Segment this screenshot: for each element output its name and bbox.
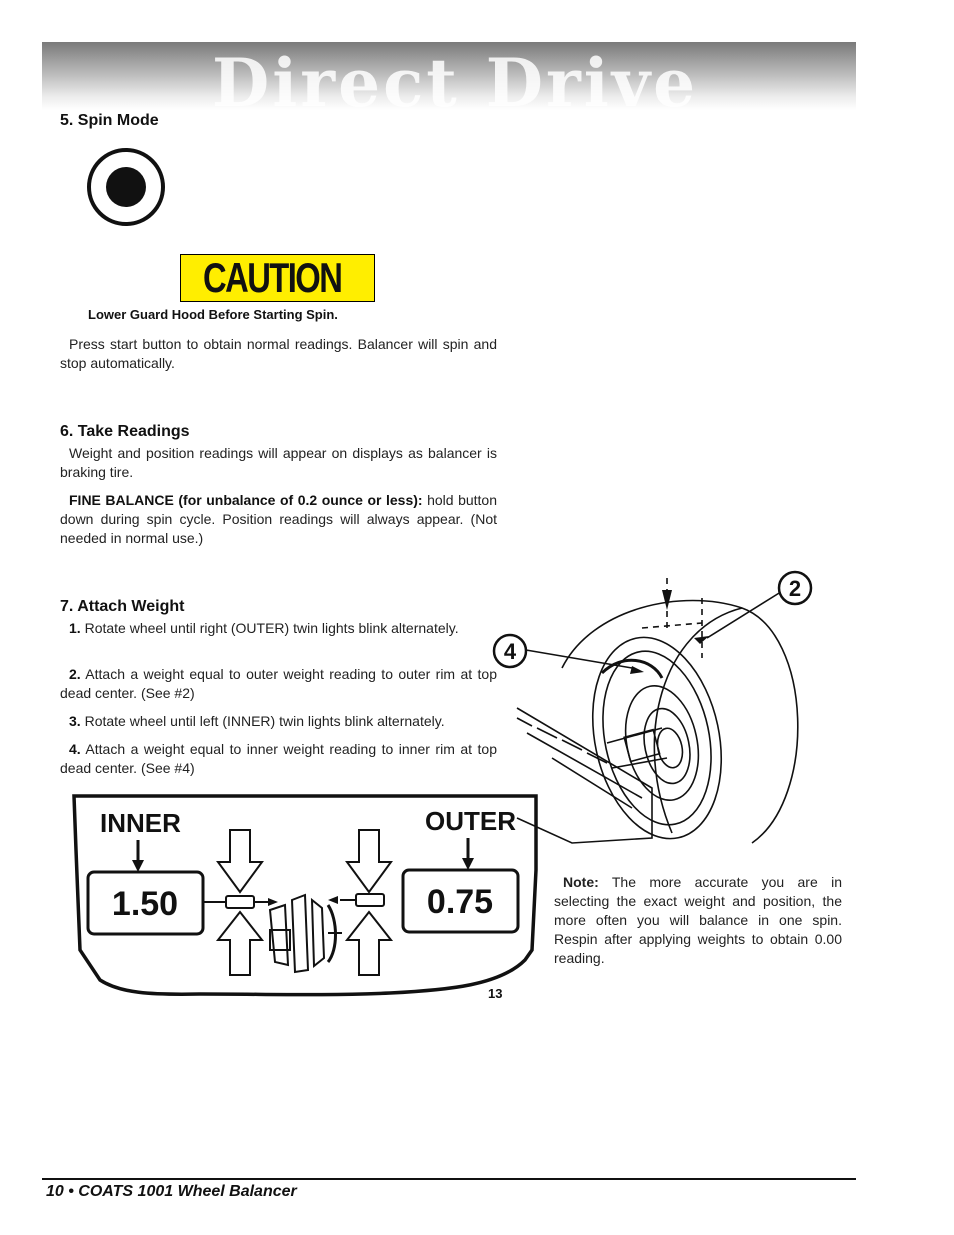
header-band: Direct Drive [42, 42, 856, 122]
fine-balance-text: FINE BALANCE (for unbalance of 0.2 ounce… [60, 491, 497, 548]
step-number: 4. [69, 741, 81, 757]
section-heading-take-readings: 6. Take Readings [60, 423, 190, 440]
caution-caption: Lower Guard Hood Before Starting Spin. [88, 307, 338, 322]
step-text: Rotate wheel until left (INNER) twin lig… [80, 713, 445, 729]
step-2: 2. Attach a weight equal to outer weight… [60, 665, 497, 703]
caution-label: CAUTION [180, 254, 375, 302]
figure-number: 13 [488, 986, 502, 1001]
step-number: 3. [69, 713, 81, 729]
callout-4: 4 [504, 639, 517, 664]
take-readings-text: Weight and position readings will appear… [60, 445, 497, 480]
callout-2: 2 [789, 576, 801, 601]
step-number: 1. [69, 620, 81, 636]
fine-balance-body: hold button down during spin cycle. Posi… [60, 492, 497, 546]
page-title: Direct Drive [212, 44, 699, 122]
section-heading-attach-weight: 7. Attach Weight [60, 598, 185, 615]
wheel-illustration: 2 4 [492, 570, 813, 844]
note-text: The more accurate you are in selecting t… [554, 874, 842, 966]
step-1: 1. Rotate wheel until right (OUTER) twin… [60, 619, 497, 638]
section-heading-spin-mode: 5. Spin Mode [60, 112, 159, 129]
caution-text: CAUTION [203, 254, 343, 301]
step-4: 4. Attach a weight equal to inner weight… [60, 740, 497, 778]
step-text: Rotate wheel until right (OUTER) twin li… [80, 620, 459, 636]
outer-value: 0.75 [427, 883, 493, 921]
step-number: 2. [69, 666, 81, 682]
spin-button-icon [87, 148, 165, 226]
note-label: Note: [563, 874, 599, 890]
note-paragraph: Note: The more accurate you are in selec… [554, 873, 842, 968]
step-3: 3. Rotate wheel until left (INNER) twin … [60, 712, 497, 731]
outer-label: OUTER [425, 806, 516, 836]
display-panel-illustration: INNER OUTER 1.50 0.75 13 [72, 794, 538, 1001]
fine-balance-label: FINE BALANCE (for unbalance of 0.2 ounce… [69, 492, 423, 508]
inner-label: INNER [100, 808, 181, 838]
footer-text: 10 • COATS 1001 Wheel Balancer [46, 1183, 297, 1200]
step-text: Attach a weight equal to outer weight re… [60, 666, 497, 701]
footer-rule [42, 1178, 856, 1180]
inner-value: 1.50 [112, 885, 178, 923]
step-text: Attach a weight equal to inner weight re… [60, 741, 497, 776]
spin-mode-text: Press start button to obtain normal read… [60, 336, 497, 371]
